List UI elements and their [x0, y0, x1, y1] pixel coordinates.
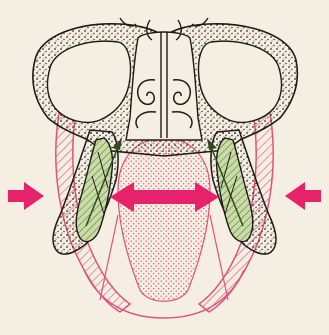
nasal-cavity	[126, 32, 202, 140]
